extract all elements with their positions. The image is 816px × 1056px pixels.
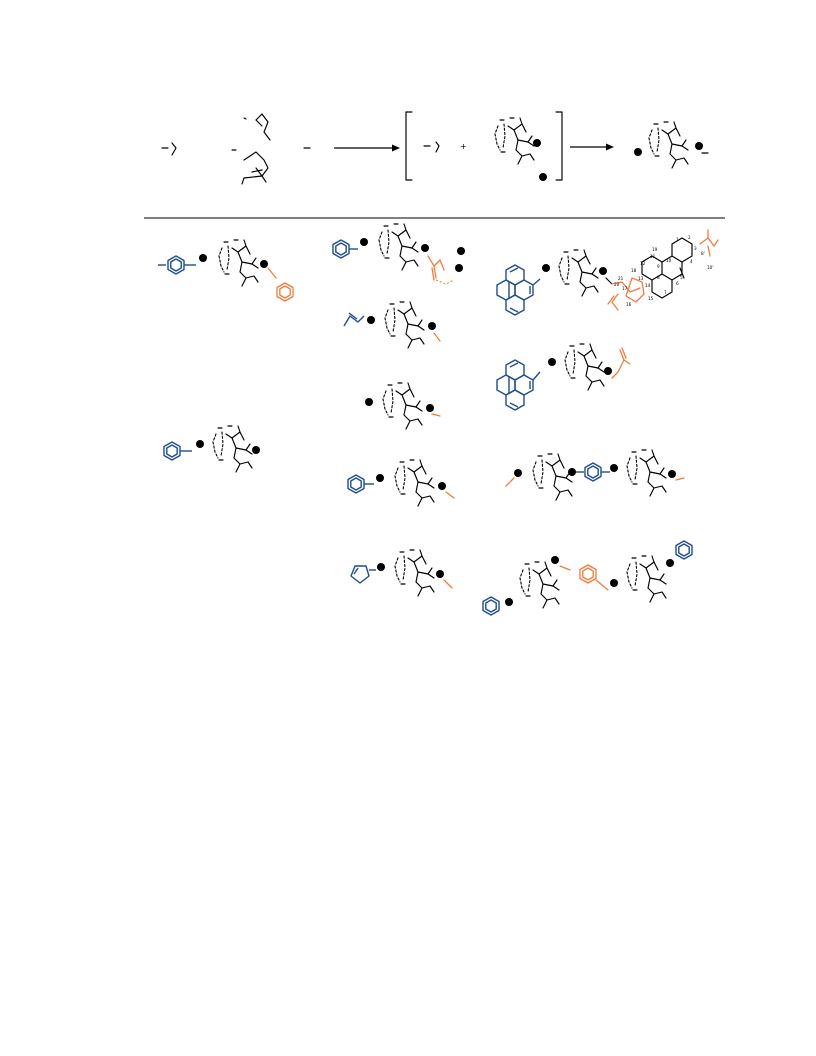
product-zwitterion [634, 121, 709, 169]
svg-text:2: 2 [688, 235, 691, 240]
compound-thienyl [350, 549, 453, 597]
compound-phenyl-allyl [332, 223, 465, 285]
compound-xylylene-bridged [482, 540, 693, 616]
svg-text:1: 1 [676, 237, 679, 242]
svg-text:10': 10' [707, 265, 713, 270]
svg-text:8': 8' [701, 251, 705, 256]
svg-text:16: 16 [626, 302, 632, 307]
svg-text:21: 21 [618, 276, 624, 281]
compound-pyrene-steroid: 1 2 3 4 5 6 7 8 9 10 11 12 13 14 15 16 1… [496, 229, 719, 316]
svg-text:10: 10 [666, 258, 672, 263]
svg-text:8: 8 [657, 275, 660, 280]
compound-bis-cage-phenylene [505, 449, 685, 501]
svg-text:17: 17 [622, 286, 628, 291]
steroid-locants: 1 2 3 4 5 6 7 8 9 10 11 12 13 14 15 16 1… [614, 235, 713, 307]
reagent-left [161, 142, 177, 156]
compound-pyridyl [347, 459, 455, 507]
svg-text:4: 4 [690, 259, 693, 264]
intermediate-bracket: + [405, 111, 563, 181]
reaction-arrow-2 [570, 143, 614, 151]
svg-text:15: 15 [648, 296, 654, 301]
compound-tolyl-benzyl [158, 239, 294, 302]
svg-text:5: 5 [680, 275, 683, 280]
reaction-arrow-1 [334, 144, 400, 152]
svg-text:19: 19 [652, 247, 658, 252]
svg-text:3: 3 [694, 246, 697, 251]
svg-text:14: 14 [645, 283, 651, 288]
svg-text:6: 6 [676, 281, 679, 286]
plus-sign: + [460, 142, 467, 151]
compound-pyrene-prenyl [496, 343, 631, 411]
reagent-diene [231, 113, 271, 185]
svg-text:7: 7 [664, 290, 667, 295]
svg-text:9: 9 [657, 264, 660, 269]
svg-text:12: 12 [640, 261, 646, 266]
compound-parent [365, 382, 441, 430]
svg-text:11: 11 [650, 254, 656, 259]
compound-phenyl-simple [163, 425, 260, 473]
svg-text:20: 20 [614, 282, 620, 287]
compound-vinyl [343, 301, 441, 349]
svg-text:18: 18 [631, 268, 637, 273]
svg-text:13: 13 [638, 276, 644, 281]
